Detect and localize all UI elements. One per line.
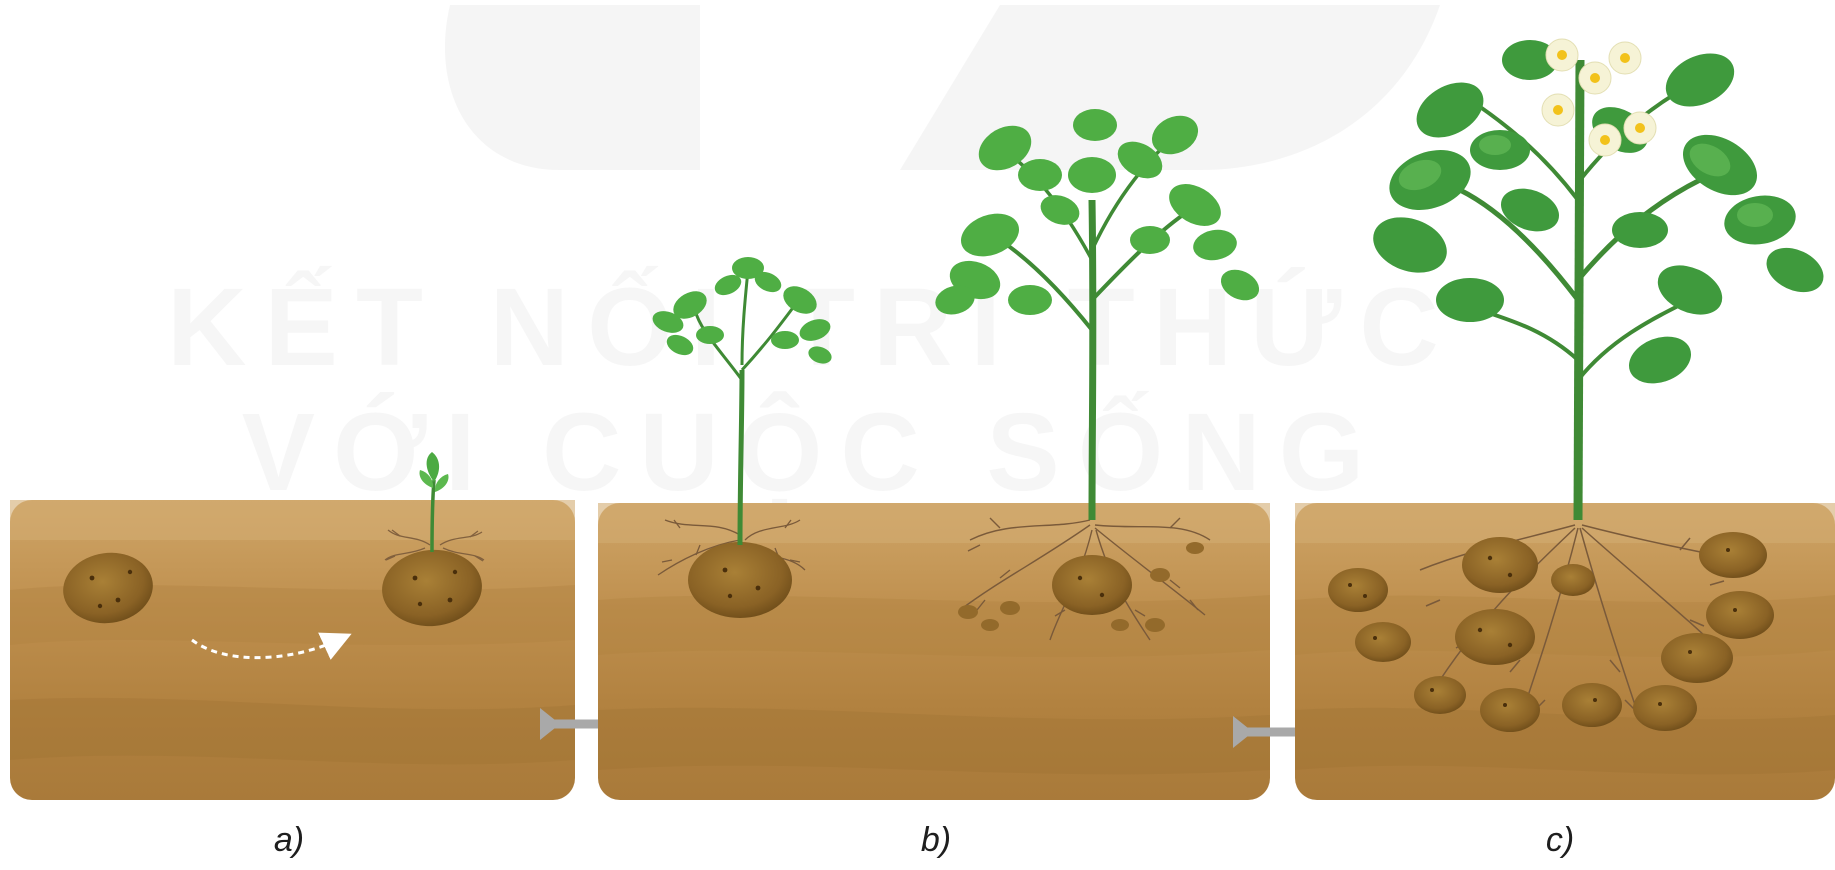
watermark (445, 5, 1440, 170)
panel-a (10, 452, 636, 800)
panel-label-a: a) (249, 821, 329, 860)
panel-label-c: c) (1520, 821, 1600, 860)
watermark-line-2: VỚI CUỘC SỐNG (242, 391, 1383, 514)
flowers (1542, 39, 1656, 156)
panel-label-b: b) (896, 821, 976, 860)
